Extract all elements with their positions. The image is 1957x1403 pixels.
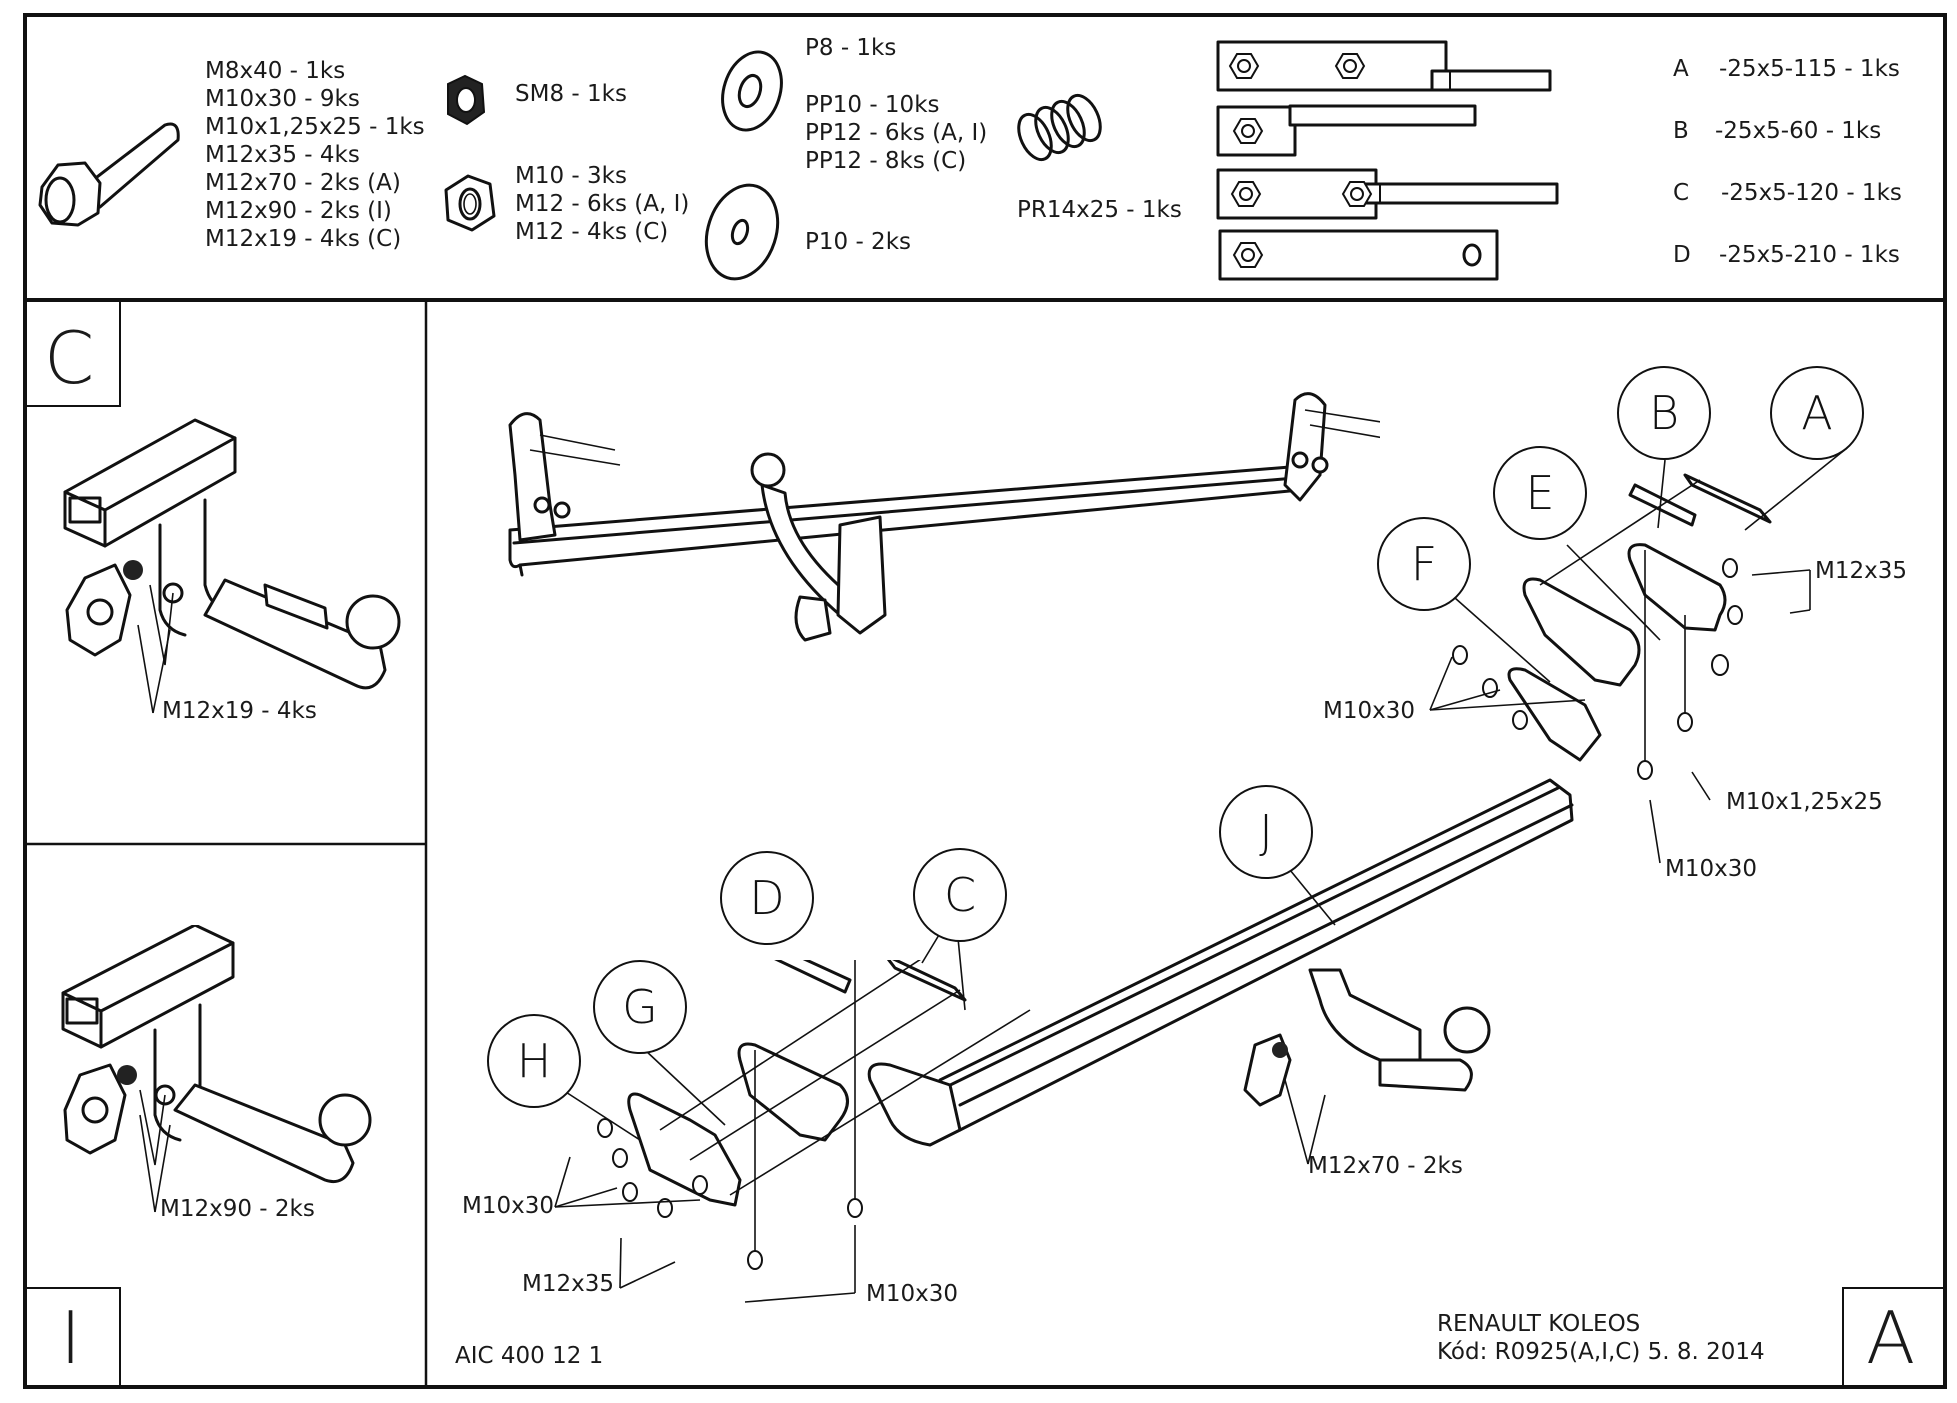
plate-letter: C <box>1673 180 1690 206</box>
bubble-a: A <box>1770 366 1864 460</box>
large-washer-icon <box>704 183 780 281</box>
spring-washer-list: PP10 - 10ks PP12 - 6ks (A, I) PP12 - 8ks… <box>805 91 987 175</box>
bolt-item: M8x40 - 1ks <box>205 58 346 84</box>
callout-left-m12x35: M12x35 <box>522 1271 614 1297</box>
variant-label-a: A <box>1866 1296 1916 1380</box>
bubble-b: B <box>1617 366 1711 460</box>
towbar-i-illustration <box>61 925 372 1184</box>
bubble-g: G <box>593 960 687 1054</box>
bubble-j: J <box>1219 785 1313 879</box>
nut-item: M10 - 3ks <box>515 163 627 189</box>
plate-spec: -25x5-120 - 1ks <box>1721 180 1902 206</box>
callout-right-m10x30: M10x30 <box>1323 698 1415 724</box>
right-brackets-illustration <box>1452 473 1772 780</box>
bracket-g <box>737 1042 849 1142</box>
vehicle-name: RENAULT KOLEOS <box>1437 1311 1641 1337</box>
assembled-towbar-illustration <box>508 392 1380 642</box>
spring-label: PR14x25 - 1ks <box>1017 197 1182 223</box>
nut-item: M12 - 6ks (A, I) <box>515 191 690 217</box>
code-and-date: Kód: R0925(A,I,C) 5. 8. 2014 <box>1437 1339 1765 1365</box>
drawing-number: AIC 400 12 1 <box>455 1343 604 1369</box>
small-washer-label: P8 - 1ks <box>805 35 897 61</box>
nut-item: M12 - 4ks (C) <box>515 219 669 245</box>
plate-spec: -25x5-115 - 1ks <box>1719 56 1900 82</box>
self-locking-nut-icon <box>447 74 486 126</box>
beam-end-bracket <box>1507 667 1602 762</box>
plate-letter: D <box>1673 242 1691 268</box>
bolt-icon <box>38 122 180 227</box>
bubble-f: F <box>1377 517 1471 611</box>
plate-d-icon <box>1218 229 1499 281</box>
bracket-e <box>1627 543 1727 632</box>
bolt-list: M8x40 - 1ks M10x30 - 9ks M10x1,25x25 - 1… <box>205 57 425 253</box>
bolt-item: M12x35 - 4ks <box>205 142 360 168</box>
plate-letter: B <box>1673 118 1689 144</box>
bolt-item: M10x1,25x25 - 1ks <box>205 114 425 140</box>
bubble-e: E <box>1493 446 1587 540</box>
left-brackets-illustration <box>597 960 1031 1270</box>
plate-letter: A <box>1673 56 1689 82</box>
spring-washer-item: PP10 - 10ks <box>805 92 940 118</box>
spring-icon <box>1017 93 1102 162</box>
bubble-d: D <box>720 851 814 945</box>
callout-right-m12x35: M12x35 <box>1815 558 1907 584</box>
plate-a <box>1683 473 1772 524</box>
spring-washer-item: PP12 - 8ks (C) <box>805 148 967 174</box>
bracket-f <box>1522 577 1641 687</box>
towbar-c-illustration <box>63 418 401 690</box>
bubble-c: C <box>913 848 1007 942</box>
nut-list: M10 - 3ks M12 - 6ks (A, I) M12 - 4ks (C) <box>515 162 689 246</box>
hex-nut-icon <box>444 174 496 232</box>
plate-c <box>886 960 967 1002</box>
callout-m12x19: M12x19 - 4ks <box>162 698 317 724</box>
bolt-item: M12x90 - 2ks (I) <box>205 198 392 224</box>
callout-right-m10x30-bottom: M10x30 <box>1665 856 1757 882</box>
plate-spec: -25x5-60 - 1ks <box>1715 118 1882 144</box>
large-washer-label: P10 - 2ks <box>805 229 911 255</box>
callout-left-m10x30-bottom: M10x30 <box>866 1281 958 1307</box>
variant-label-i: I <box>60 1296 82 1380</box>
callout-m10x125x25: M10x1,25x25 <box>1726 789 1883 815</box>
washer-icon <box>721 50 783 132</box>
callout-m12x90: M12x90 - 2ks <box>160 1196 315 1222</box>
plate-spec: -25x5-210 - 1ks <box>1719 242 1900 268</box>
callout-m12x70: M12x70 - 2ks <box>1308 1153 1463 1179</box>
beam-j-illustration <box>867 778 1574 1147</box>
plate-d <box>774 960 852 994</box>
callout-left-m10x30: M10x30 <box>462 1193 554 1219</box>
spring-washer-item: PP12 - 6ks (A, I) <box>805 120 988 146</box>
plates-drawing <box>1216 40 1559 281</box>
bolt-item: M12x70 - 2ks (A) <box>205 170 401 196</box>
variant-label-c: C <box>44 316 95 400</box>
bracket-h <box>627 1092 742 1207</box>
bolt-item: M12x19 - 4ks (C) <box>205 226 402 252</box>
self-locking-nut-label: SM8 - 1ks <box>515 81 627 107</box>
bolt-item: M10x30 - 9ks <box>205 86 360 112</box>
bubble-h: H <box>487 1014 581 1108</box>
